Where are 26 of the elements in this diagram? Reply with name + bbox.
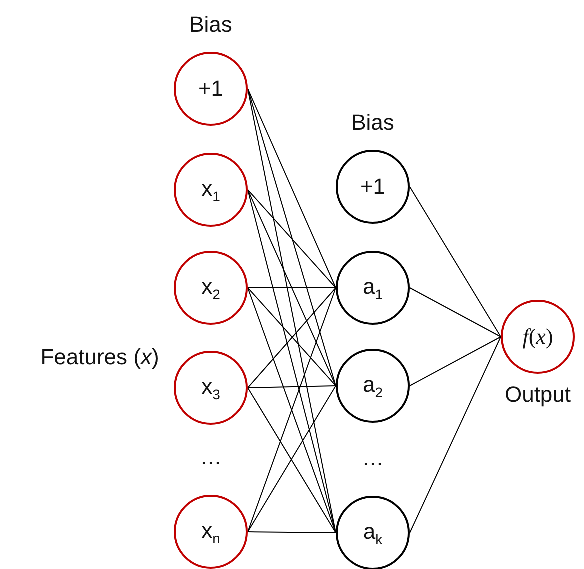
connection-line xyxy=(248,88,336,386)
neuron-label: a$_{1}$ xyxy=(362,274,384,302)
connection-line xyxy=(410,336,502,386)
neuron-label: x$_{n}$ xyxy=(202,518,220,546)
ellipsis: … xyxy=(199,444,223,472)
connection-line xyxy=(410,186,502,338)
neuron-label: f(x) xyxy=(522,324,554,350)
connection-line xyxy=(410,288,502,338)
input-caption: Features (x) xyxy=(40,344,160,372)
connection-line xyxy=(248,190,336,288)
neuron-label: x$_{1}$ xyxy=(202,176,220,204)
connection-line xyxy=(248,190,336,386)
neuron-label: a$_{k}$ xyxy=(363,518,383,548)
layer-caption: Bias xyxy=(352,110,394,136)
ellipsis: … xyxy=(361,444,385,472)
neuron-label: a$_{2}$ xyxy=(362,372,384,400)
connection-line xyxy=(248,532,336,534)
layer-caption: Bias xyxy=(190,12,232,38)
neuron-label: +1 xyxy=(360,174,386,200)
layer-caption: Output xyxy=(504,382,572,408)
connection-line xyxy=(410,336,502,534)
neuron-label: x$_{2}$ xyxy=(202,274,220,302)
connection-line xyxy=(248,88,336,288)
neuron-label: +1 xyxy=(198,76,224,102)
connection-line xyxy=(248,386,336,388)
neuron-label: x$_{3}$ xyxy=(202,374,220,402)
